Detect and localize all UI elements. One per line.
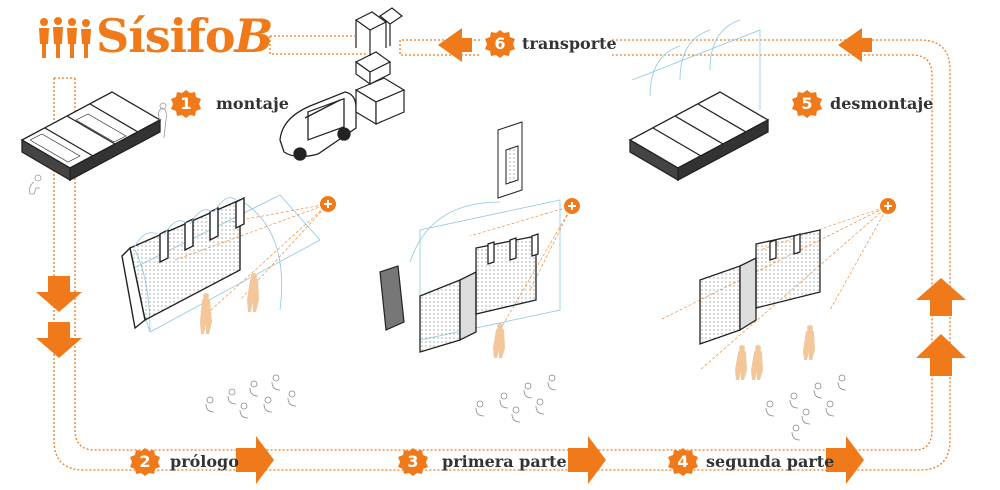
stage-label-montaje: montaje (216, 94, 289, 113)
person-sketch (29, 102, 167, 195)
module-desmontaje (628, 19, 770, 182)
stage-label-desmontaje: desmontaje (830, 94, 934, 113)
stage-label-prologo: prólogo (170, 452, 239, 471)
title-main: Sísifo (96, 9, 236, 63)
cycle-loop (53, 35, 951, 471)
badge-number-3: 3 (407, 452, 419, 471)
flow-arrow-icon (36, 28, 966, 484)
module-flat-montaje (20, 91, 162, 182)
scene-segunda-parte (659, 198, 896, 380)
badge-number-2: 2 (139, 452, 151, 471)
stage-label-segunda-parte: segunda parte (706, 452, 835, 471)
people-icon (39, 17, 91, 58)
scene-primera-parte (379, 121, 580, 358)
page-title: SísifoB (96, 8, 274, 64)
transport-van (279, 91, 357, 161)
stage-badge-icon (130, 30, 822, 476)
scene-prologo (121, 194, 336, 334)
crate-stack (354, 7, 406, 126)
badge-number-4: 4 (677, 452, 689, 471)
stage-label-transporte: transporte (522, 34, 617, 53)
audience-sketch (205, 374, 847, 441)
badge-number-6: 6 (494, 34, 506, 53)
stage-label-primera-parte: primera parte (442, 452, 567, 471)
title-accent: B (234, 9, 274, 63)
badge-number-1: 1 (180, 94, 192, 113)
badge-number-5: 5 (801, 94, 813, 113)
